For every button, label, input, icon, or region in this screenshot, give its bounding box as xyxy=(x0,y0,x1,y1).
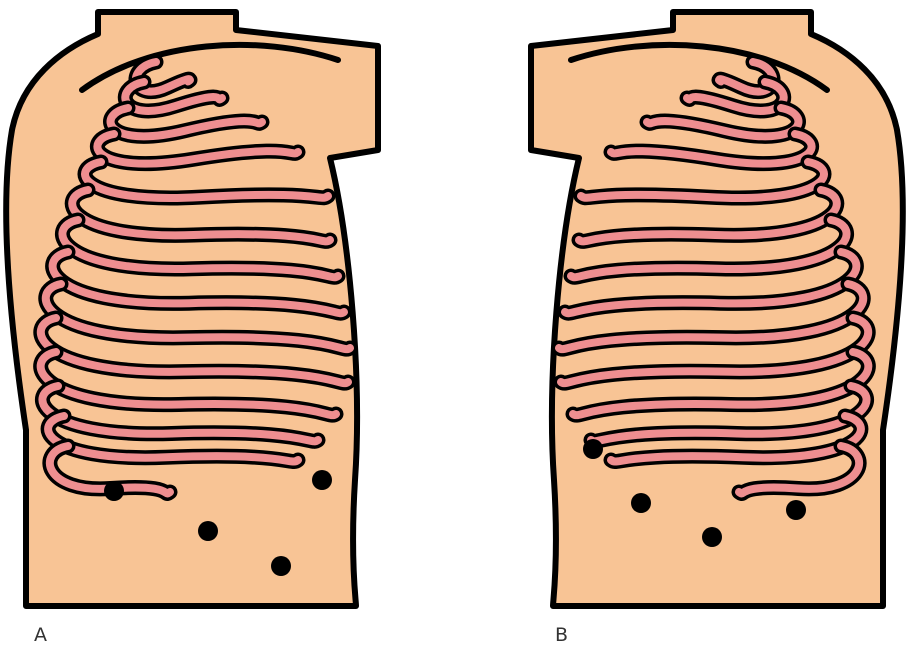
marker-dot-4 xyxy=(786,500,806,520)
marker-dot-1 xyxy=(583,439,603,459)
marker-dot-2 xyxy=(631,493,651,513)
marker-dot-1 xyxy=(104,481,124,501)
marker-dot-3 xyxy=(702,527,722,547)
marker-dot-2 xyxy=(198,521,218,541)
marker-dot-4 xyxy=(312,470,332,490)
panel-b-label: B xyxy=(555,624,568,646)
panel-b-torso xyxy=(531,12,903,606)
panel-a-torso xyxy=(6,12,378,606)
panel-a-label: A xyxy=(34,624,47,646)
marker-dot-3 xyxy=(271,556,291,576)
